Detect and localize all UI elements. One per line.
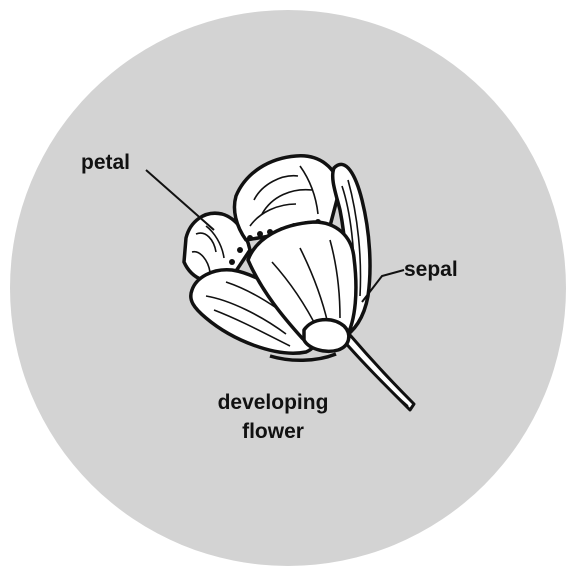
receptacle xyxy=(304,320,349,352)
label-sepal: sepal xyxy=(404,258,458,282)
label-developing-flower: developing flower xyxy=(197,388,349,446)
label-developing-line2: flower xyxy=(197,417,349,446)
label-petal: petal xyxy=(81,151,130,175)
label-developing-line1: developing xyxy=(197,388,349,417)
